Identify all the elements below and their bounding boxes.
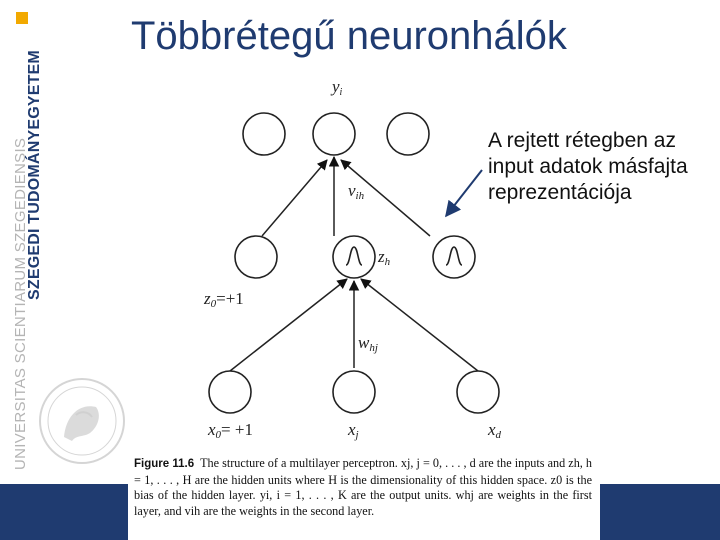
sigmoid-symbol-h: [345, 246, 363, 266]
figure-caption: Figure 11.6 The structure of a multilaye…: [134, 456, 592, 520]
label-vih: vih: [348, 181, 365, 202]
connection-z0-yi: [261, 159, 328, 237]
annotation-arrow: [445, 169, 483, 218]
label-x0: x0= +1: [207, 420, 253, 441]
university-seal-logo: [39, 378, 125, 464]
annotation-text: A rejtett rétegben az input adatok másfa…: [488, 129, 688, 204]
output-node-1: [242, 112, 286, 156]
label-yi: yi: [330, 77, 343, 98]
output-node-k: [386, 112, 430, 156]
label-xj: xj: [347, 420, 359, 441]
first-layer-connections: [229, 278, 479, 372]
label-xd: xd: [487, 420, 502, 441]
connection-zH-yi: [340, 159, 431, 237]
figure-caption-label: Figure 11.6: [134, 458, 195, 470]
input-node-j: [332, 370, 376, 414]
sidebar-branding: SZEGEDI TUDOMÁNYEGYETEM UNIVERSITAS SCIE…: [0, 0, 60, 540]
figure-caption-text: The structure of a multilayer perceptron…: [134, 456, 592, 519]
hidden-bias-node: [234, 235, 278, 279]
mlp-figure: yi vih zh z0=+1 whj x0= +1 xj xd Figure …: [128, 72, 600, 540]
mlp-diagram: yi vih zh z0=+1 whj x0= +1 xj xd: [203, 77, 502, 441]
label-zh: zh: [377, 247, 391, 268]
hidden-node-h: [332, 235, 376, 279]
hidden-node-H: [432, 235, 476, 279]
sigmoid-symbol-H: [445, 246, 463, 266]
input-bias-node: [208, 370, 252, 414]
logo-square: [16, 12, 28, 24]
output-node-i: [312, 112, 356, 156]
input-node-d: [456, 370, 500, 414]
slide-title: Többrétegű neuronhálók: [131, 14, 567, 58]
connection-xd-zh: [360, 278, 479, 372]
university-latin-name: UNIVERSITAS SCIENTIARUM SZEGEDIENSIS: [12, 137, 29, 470]
connection-x0-zh: [229, 278, 348, 372]
label-whj: whj: [358, 333, 378, 354]
second-layer-connections: [261, 155, 431, 237]
label-z0: z0=+1: [203, 289, 244, 310]
